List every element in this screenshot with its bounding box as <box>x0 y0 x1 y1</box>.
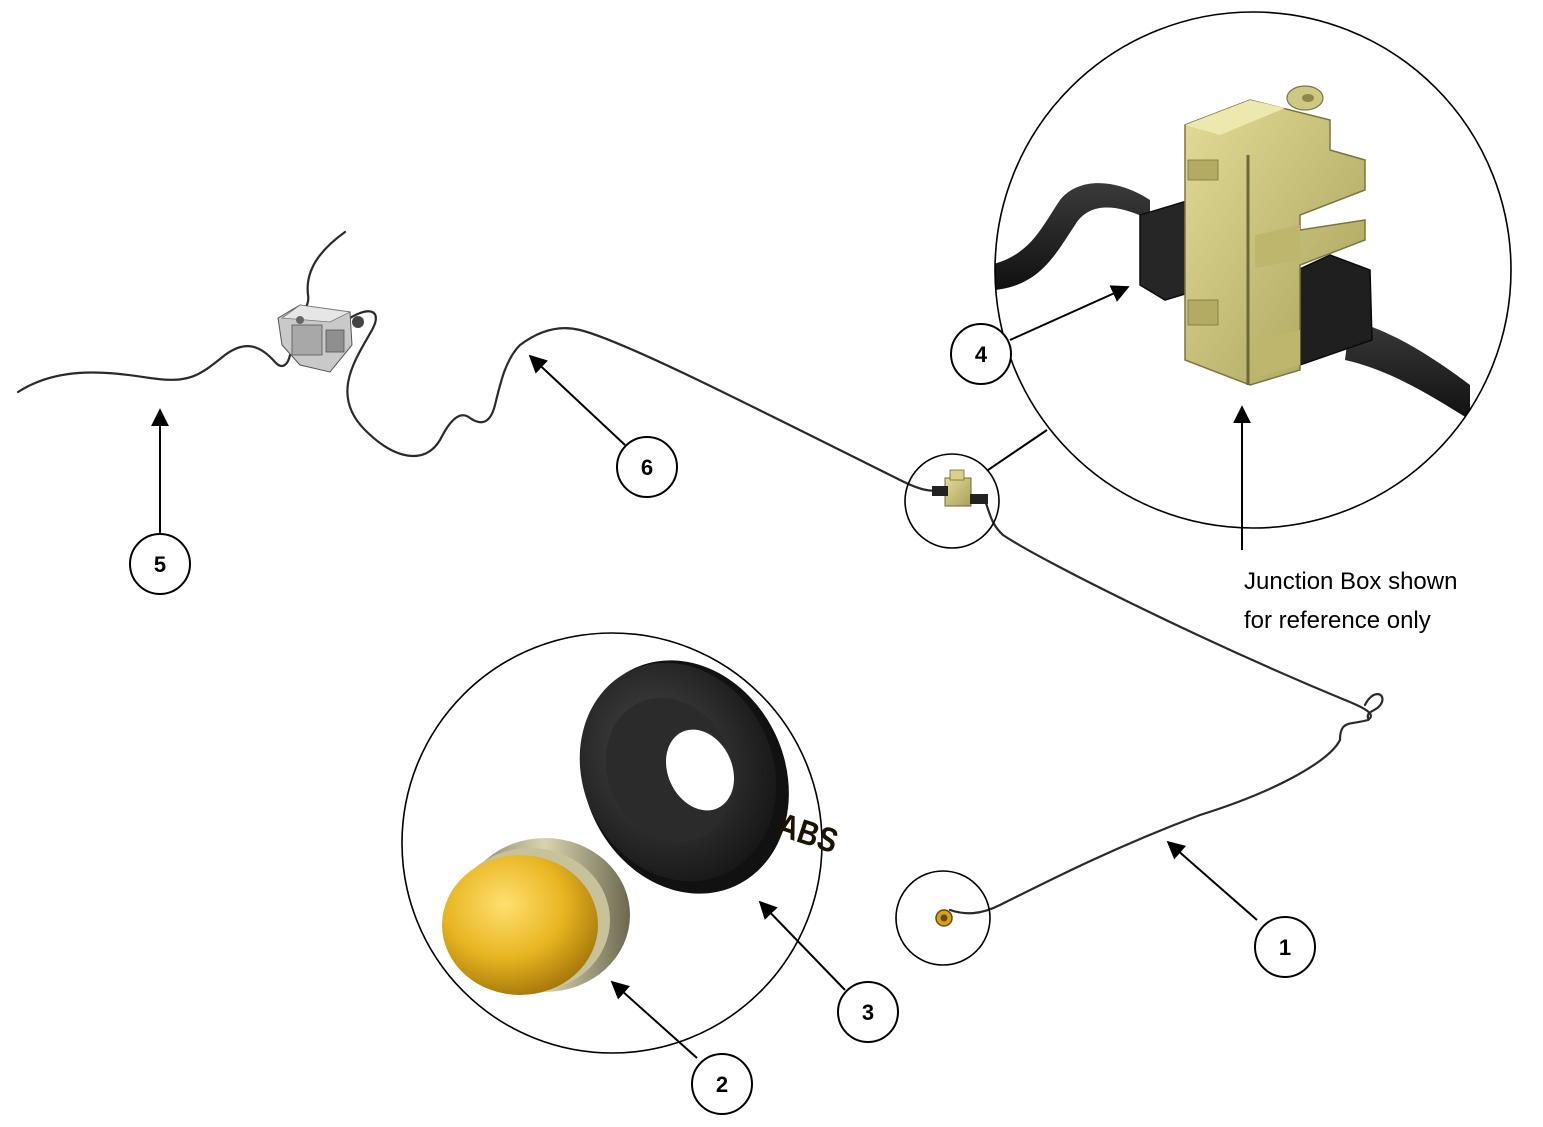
abs-valve-module <box>277 304 364 373</box>
callout-1-label: 1 <box>1279 935 1291 960</box>
leader-lines <box>151 285 1258 1059</box>
grommet <box>579 660 789 894</box>
callout-5-label: 5 <box>154 552 166 577</box>
junction-box-detail <box>994 11 1512 529</box>
callout-2: 2 <box>691 1053 753 1115</box>
abs-lamp-label: ABS <box>773 805 843 861</box>
callout-1: 1 <box>1254 916 1316 978</box>
junction-box-small <box>932 469 988 507</box>
callout-3-label: 3 <box>862 1000 874 1025</box>
callout-6-label: 6 <box>641 455 653 480</box>
callout-4-label: 4 <box>975 342 988 367</box>
detail-link-line <box>987 429 1048 471</box>
callout-6: 6 <box>616 436 678 498</box>
callout-5: 5 <box>129 533 191 595</box>
junction-box-ref-circle <box>904 453 1000 549</box>
callout-2-label: 2 <box>716 1072 728 1097</box>
note-line-1: Junction Box shown <box>1244 568 1457 595</box>
reference-note: Junction Box shown for reference only <box>1244 568 1457 634</box>
callout-4: 4 <box>950 323 1012 385</box>
harness-wire <box>16 230 1384 915</box>
lamp-detail-circle <box>401 632 823 1054</box>
lamp-end-small <box>935 909 953 927</box>
junction-box-detail-circle <box>994 11 1512 529</box>
note-line-2: for reference only <box>1244 607 1431 634</box>
lamp-ref-circle <box>895 870 991 966</box>
lamp-grommet-detail: ABS <box>401 632 843 1054</box>
callout-3: 3 <box>837 981 899 1043</box>
